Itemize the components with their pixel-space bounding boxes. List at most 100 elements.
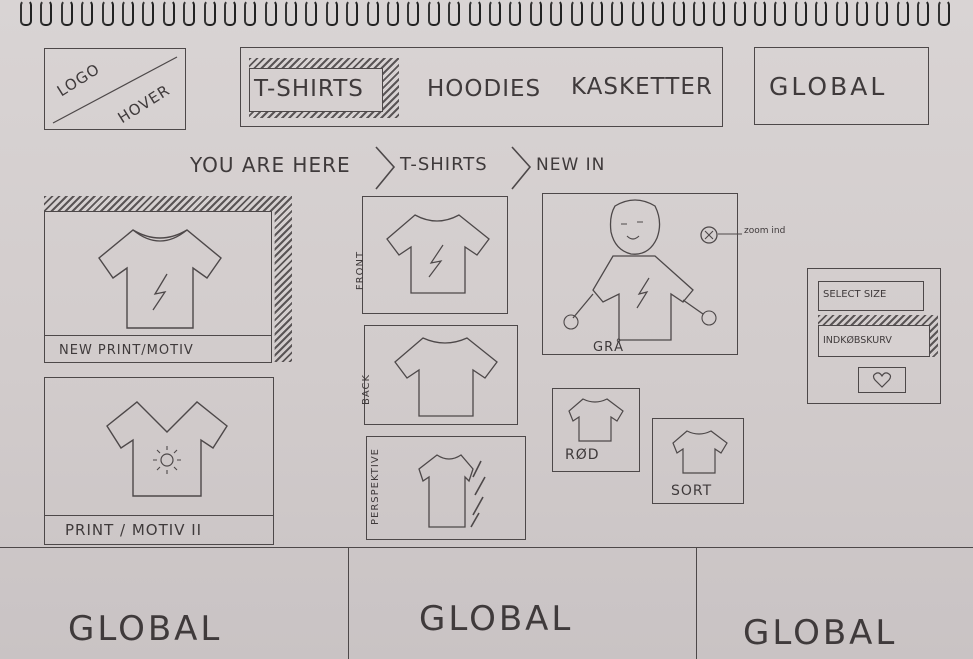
- zoom-pointer-arrow: [718, 233, 742, 235]
- spiral-ring: [815, 0, 828, 26]
- view-thumb-back[interactable]: BACK: [361, 325, 518, 425]
- breadcrumb: YOU ARE HERE T-SHIRTS NEW IN: [190, 145, 660, 191]
- purchase-panel: SELECT SIZE INDKØBSKURV: [807, 268, 941, 404]
- spiral-ring: [876, 0, 889, 26]
- breadcrumb-chevron-icon: [375, 146, 396, 190]
- breadcrumb-prefix: YOU ARE HERE: [190, 153, 351, 177]
- footer-divider: [0, 547, 973, 548]
- breadcrumb-chevron-icon: [511, 146, 532, 190]
- spiral-ring: [652, 0, 665, 26]
- spiral-ring: [754, 0, 767, 26]
- spiral-ring: [468, 0, 481, 26]
- spiral-ring: [713, 0, 726, 26]
- color-option-label: SORT: [671, 483, 713, 499]
- global-header-label: GLOBAL: [769, 72, 888, 101]
- spiral-ring: [448, 0, 461, 26]
- spiral-ring: [550, 0, 563, 26]
- spiral-ring: [917, 0, 930, 26]
- product-card-caption-bar: [45, 515, 273, 544]
- footer-global-label: GLOBAL: [743, 613, 898, 653]
- tshirt-icon: [672, 430, 728, 474]
- tshirt-icon: [386, 214, 490, 294]
- view-thumb-label: PERSPEKTIVE: [370, 448, 381, 525]
- spiral-ring: [40, 0, 53, 26]
- spiral-ring: [121, 0, 134, 26]
- model-image[interactable]: GRÅ: [542, 193, 738, 355]
- view-thumb-label: FRONT: [355, 250, 367, 291]
- spiral-ring: [203, 0, 216, 26]
- breadcrumb-item-tshirts[interactable]: T-SHIRTS: [400, 154, 488, 175]
- tshirt-icon: [568, 398, 624, 442]
- spiral-ring: [325, 0, 338, 26]
- color-option-black[interactable]: SORT: [652, 418, 744, 504]
- tshirt-icon: [106, 401, 228, 497]
- nav-item-kasketter[interactable]: KASKETTER: [571, 74, 713, 100]
- spiral-ring: [162, 0, 175, 26]
- spiral-ring: [590, 0, 603, 26]
- add-to-cart-button[interactable]: INDKØBSKURV: [818, 325, 930, 357]
- nav-item-hoodies[interactable]: HOODIES: [427, 76, 542, 102]
- spiral-ring: [529, 0, 542, 26]
- spiral-ring: [774, 0, 787, 26]
- spiral-ring: [285, 0, 298, 26]
- product-card-caption-bar: [45, 335, 271, 362]
- product-card[interactable]: NEW PRINT/MOTIV: [44, 211, 272, 363]
- color-option-label: RØD: [565, 447, 600, 463]
- spiral-ring: [794, 0, 807, 26]
- spiral-ring: [631, 0, 644, 26]
- spiral-ring: [835, 0, 848, 26]
- spiral-ring: [733, 0, 746, 26]
- spiral-ring: [856, 0, 869, 26]
- view-thumb-front[interactable]: FRONT: [355, 196, 508, 314]
- global-header-box[interactable]: GLOBAL: [754, 47, 929, 125]
- favorite-button[interactable]: [858, 367, 906, 393]
- logo-divider-line: [52, 56, 178, 124]
- spiral-ring: [244, 0, 257, 26]
- spiral-ring: [570, 0, 583, 26]
- breadcrumb-item-newin[interactable]: NEW IN: [536, 155, 606, 175]
- heart-icon: [872, 372, 892, 388]
- select-size-dropdown[interactable]: SELECT SIZE: [818, 281, 924, 311]
- footer-column-global[interactable]: GLOBAL: [349, 547, 697, 659]
- logo-box[interactable]: LOGO HOVER: [44, 48, 186, 130]
- spiral-ring: [937, 0, 950, 26]
- nav-item-tshirts-label: T-SHIRTS: [254, 76, 364, 102]
- tshirt-icon: [394, 337, 498, 417]
- footer-global-label: GLOBAL: [68, 609, 223, 649]
- spiral-ring: [488, 0, 501, 26]
- footer-column-global[interactable]: GLOBAL: [0, 547, 349, 659]
- product-card[interactable]: PRINT / MOTIV II: [44, 377, 274, 545]
- spiral-ring: [81, 0, 94, 26]
- spiral-ring: [366, 0, 379, 26]
- zoom-label: zoom ind: [744, 226, 786, 236]
- spiral-ring: [427, 0, 440, 26]
- tshirt-perspective-icon: [418, 454, 486, 528]
- model-caption: GRÅ: [593, 340, 624, 355]
- main-nav: T-SHIRTS HOODIES KASKETTER: [240, 47, 723, 127]
- spiral-ring: [20, 0, 32, 26]
- spiral-ring: [101, 0, 114, 26]
- spiral-ring: [305, 0, 318, 26]
- model-figure-icon: [563, 199, 717, 341]
- footer-global-label: GLOBAL: [419, 599, 574, 639]
- nav-item-tshirts[interactable]: T-SHIRTS: [249, 68, 383, 112]
- spiral-ring: [611, 0, 624, 26]
- zoom-icon[interactable]: [698, 224, 720, 246]
- color-option-red[interactable]: RØD: [552, 388, 640, 472]
- spiral-ring: [896, 0, 909, 26]
- spiral-ring: [346, 0, 359, 26]
- notebook-spiral: [20, 0, 950, 26]
- tshirt-icon: [98, 229, 222, 329]
- spiral-ring: [223, 0, 236, 26]
- product-caption: PRINT / MOTIV II: [65, 521, 203, 539]
- spiral-ring: [509, 0, 522, 26]
- select-size-label: SELECT SIZE: [823, 289, 887, 300]
- view-thumb-perspective[interactable]: PERSPEKTIVE: [366, 436, 526, 540]
- footer-column-global[interactable]: GLOBAL: [697, 547, 973, 659]
- spiral-ring: [692, 0, 705, 26]
- product-caption: NEW PRINT/MOTIV: [59, 343, 194, 358]
- spiral-ring: [183, 0, 196, 26]
- spiral-ring: [387, 0, 400, 26]
- spiral-ring: [407, 0, 420, 26]
